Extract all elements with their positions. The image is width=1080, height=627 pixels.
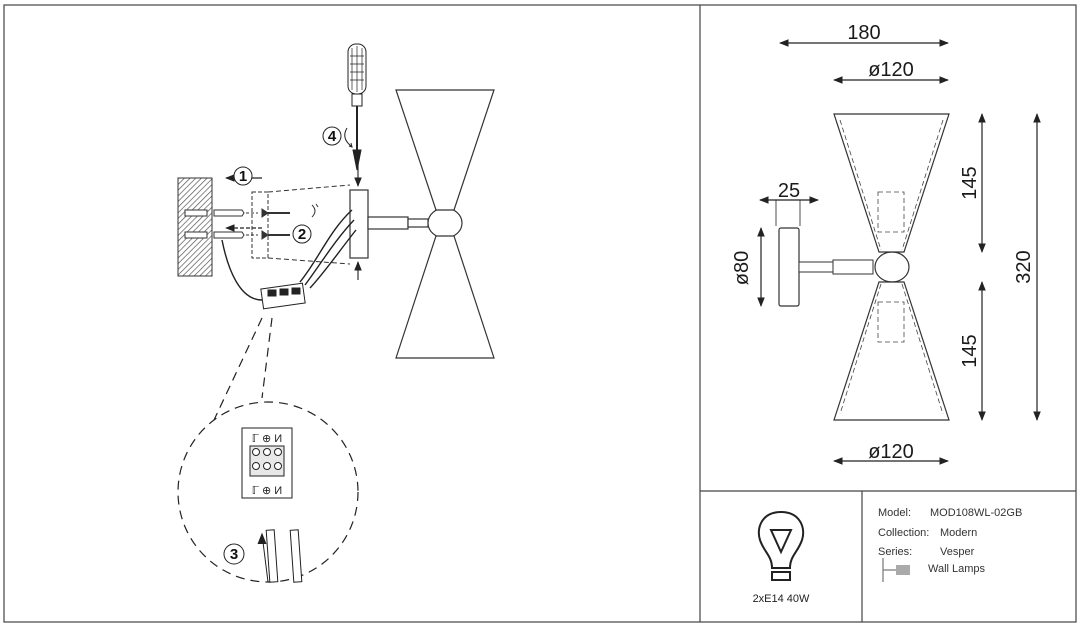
dim-upper: 145 bbox=[959, 166, 981, 199]
lamp-label: 2xE14 40W bbox=[753, 593, 810, 605]
wall-lamp-icon bbox=[882, 558, 910, 582]
dim-height: 320 bbox=[1013, 250, 1035, 283]
svg-text:1: 1 bbox=[239, 168, 247, 185]
shade-lower bbox=[395, 235, 495, 359]
shade-upper bbox=[395, 89, 495, 211]
dim-shade-top: ø120 bbox=[868, 59, 914, 81]
dim-lower: 145 bbox=[959, 334, 981, 367]
model-value: MOD108WL-02GB bbox=[930, 507, 1022, 519]
svg-text:ℾ ⊕ И: ℾ ⊕ И bbox=[252, 433, 282, 445]
svg-text:4: 4 bbox=[328, 128, 337, 145]
frame bbox=[3, 4, 1077, 623]
dim-mount: 25 bbox=[778, 180, 800, 202]
terminal-block bbox=[260, 282, 306, 310]
wall-hatch bbox=[177, 177, 213, 277]
dim-plate: ø80 bbox=[731, 251, 753, 285]
step-badge-2: 2 bbox=[292, 224, 312, 244]
svg-text:2: 2 bbox=[298, 226, 306, 243]
lamp-plate bbox=[349, 160, 463, 280]
terminal-detail: ℾ ⊕ И ℾ ⊕ И bbox=[241, 427, 293, 499]
step-badge-4: 4 bbox=[322, 126, 342, 146]
step-badge-3: 3 bbox=[223, 543, 245, 565]
dim-width: 180 bbox=[847, 22, 880, 44]
wires bbox=[221, 209, 357, 301]
upper-shade bbox=[833, 113, 950, 253]
step-badge-1: 1 bbox=[233, 166, 253, 186]
step-arrows bbox=[225, 174, 262, 232]
svg-text:3: 3 bbox=[230, 546, 238, 563]
dim-shade-bottom: ø120 bbox=[868, 441, 914, 463]
collection-label: Collection: bbox=[878, 527, 929, 539]
series-label: Series: bbox=[878, 546, 912, 558]
installation-view: 1 2 4 ℾ ⊕ И ℾ ⊕ И bbox=[177, 43, 495, 583]
series-value: Vesper bbox=[940, 546, 975, 558]
type-value: Wall Lamps bbox=[928, 563, 986, 575]
dimension-view: 180 ø120 25 ø80 145 145 320 ø120 bbox=[731, 22, 1041, 465]
svg-text:ℾ ⊕ И: ℾ ⊕ И bbox=[252, 485, 282, 497]
bulb-icon bbox=[757, 510, 805, 581]
mounting-bracket bbox=[251, 184, 351, 265]
screwdriver bbox=[344, 43, 367, 171]
collection-value: Modern bbox=[940, 527, 977, 539]
spec-table: Model: MOD108WL-02GB Collection: Modern … bbox=[878, 507, 1022, 582]
wall-plate bbox=[778, 227, 800, 307]
model-label: Model: bbox=[878, 507, 911, 519]
wire-ends bbox=[257, 529, 303, 583]
lower-shade bbox=[833, 281, 950, 421]
